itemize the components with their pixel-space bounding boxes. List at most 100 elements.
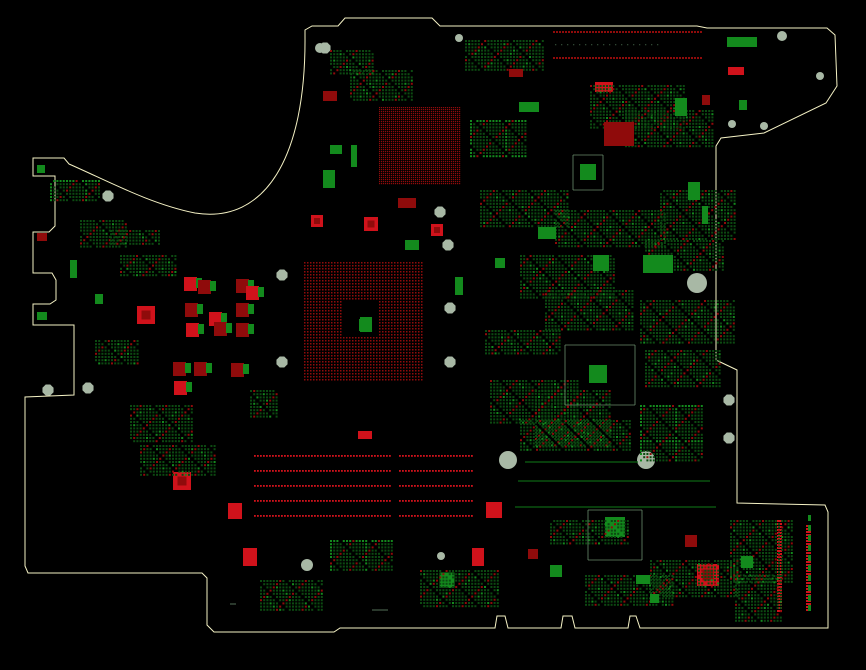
memory-slot-pad: [299, 515, 301, 517]
cpu-bga-pad: [391, 141, 393, 143]
small-component-pad: [388, 76, 391, 79]
small-component-pad: [107, 349, 110, 352]
small-component-pad: [92, 232, 95, 235]
pch-bga-pad: [343, 286, 345, 288]
mounting-hole: [276, 356, 288, 368]
cpu-bga-pad: [445, 165, 447, 167]
pch-bga-pad: [364, 262, 366, 264]
pch-bga-pad: [394, 292, 396, 294]
top-connector-pad: [673, 31, 675, 33]
pch-bga-pad: [304, 262, 306, 264]
small-component-pad: [154, 239, 157, 242]
memory-slot-pad: [296, 470, 298, 472]
pch-bga-pad: [307, 358, 309, 360]
cpu-bga-pad: [457, 161, 459, 163]
pch-bga-pad: [337, 289, 339, 291]
memory-slot-pad: [441, 455, 443, 457]
pch-bga-pad: [412, 295, 414, 297]
small-component-pad: [375, 89, 378, 92]
memory-slot-pad: [266, 500, 268, 502]
cpu-bga-pad: [437, 161, 439, 163]
small-component-pad: [178, 451, 181, 454]
pch-bga-pad: [319, 283, 321, 285]
pch-bga-pad: [328, 289, 330, 291]
small-component-pad: [66, 180, 68, 182]
pch-bga-pad: [307, 301, 309, 303]
pch-bga-pad: [379, 337, 381, 339]
cpu-bga-pad: [459, 111, 461, 113]
small-component-pad: [204, 464, 206, 467]
cpu-bga-pad: [417, 113, 419, 115]
top-connector-pad: [691, 31, 693, 33]
cpu-bga-pad: [439, 149, 441, 151]
pch-bga-pad: [322, 286, 324, 288]
small-component-pad: [146, 437, 148, 439]
small-component-pad: [136, 427, 139, 430]
small-component-pad: [330, 72, 332, 75]
pch-bga-pad: [346, 376, 348, 378]
pch-bga-pad: [349, 355, 351, 357]
small-component-pad: [487, 43, 490, 46]
small-component-pad: [372, 73, 375, 76]
cpu-bga-pad: [433, 179, 435, 181]
cpu-bga-pad: [449, 111, 451, 113]
small-component-pad: [138, 239, 141, 242]
cpu-bga-pad: [453, 163, 455, 165]
pch-bga-pad: [394, 295, 396, 297]
cpu-bga-pad: [407, 165, 409, 167]
small-component-pad: [149, 440, 152, 443]
cpu-bga-pad: [429, 147, 431, 149]
cpu-bga-pad: [443, 137, 445, 139]
pch-bga-pad: [334, 274, 336, 276]
cpu-bga-pad: [451, 149, 453, 151]
pch-bga-pad: [316, 298, 318, 300]
pch-bga-pad: [421, 322, 423, 324]
top-connector-pad: [643, 57, 645, 59]
cpu-bga-pad: [443, 115, 445, 117]
pch-bga-pad: [361, 274, 363, 276]
cpu-bga-pad: [393, 151, 395, 153]
cpu-bga-pad: [421, 173, 423, 175]
cpu-bga-pad: [457, 145, 459, 147]
pch-bga-pad: [421, 307, 423, 309]
cpu-bga-pad: [457, 175, 459, 177]
pch-bga-pad: [403, 358, 405, 360]
cpu-bga-pad: [443, 151, 445, 153]
pch-bga-pad: [334, 370, 336, 372]
pch-bga-pad: [307, 298, 309, 300]
cpu-bga-pad: [459, 127, 461, 129]
pch-bga-pad: [364, 289, 366, 291]
pch-bga-pad: [367, 277, 369, 279]
small-component-pad: [359, 76, 362, 79]
cpu-bga-pad: [387, 119, 389, 121]
pch-bga-pad: [340, 313, 342, 315]
cpu-bga-pad: [379, 181, 381, 183]
cpu-bga-pad: [449, 171, 451, 173]
cpu-bga-pad: [457, 181, 459, 183]
cpu-bga-pad: [389, 149, 391, 151]
cpu-bga-pad: [387, 109, 389, 111]
cpu-bga-pad: [413, 123, 415, 125]
cpu-bga-pad: [427, 141, 429, 143]
pch-bga-pad: [319, 322, 321, 324]
pch-bga-pad: [418, 265, 420, 267]
cpu-bga-pad: [411, 181, 413, 183]
top-connector-pad: [652, 31, 654, 33]
small-component-pad: [142, 242, 144, 245]
top-connector-pad: [633, 44, 635, 46]
small-component-pad: [172, 473, 174, 476]
small-component-pad: [107, 343, 110, 346]
small-component-pad: [346, 50, 348, 52]
pch-bga-pad: [310, 334, 312, 336]
pch-bga-pad: [352, 370, 354, 372]
small-component-pad: [140, 451, 142, 454]
small-component-pad: [148, 230, 151, 232]
cpu-bga-pad: [445, 173, 447, 175]
cpu-bga-pad: [439, 109, 441, 111]
memory-slot-pad: [441, 470, 443, 472]
pch-bga-pad: [394, 289, 396, 291]
cpu-bga-pad: [391, 109, 393, 111]
pch-bga-pad: [412, 322, 414, 324]
pch-bga-pad: [382, 355, 384, 357]
cpu-bga-pad: [415, 169, 417, 171]
